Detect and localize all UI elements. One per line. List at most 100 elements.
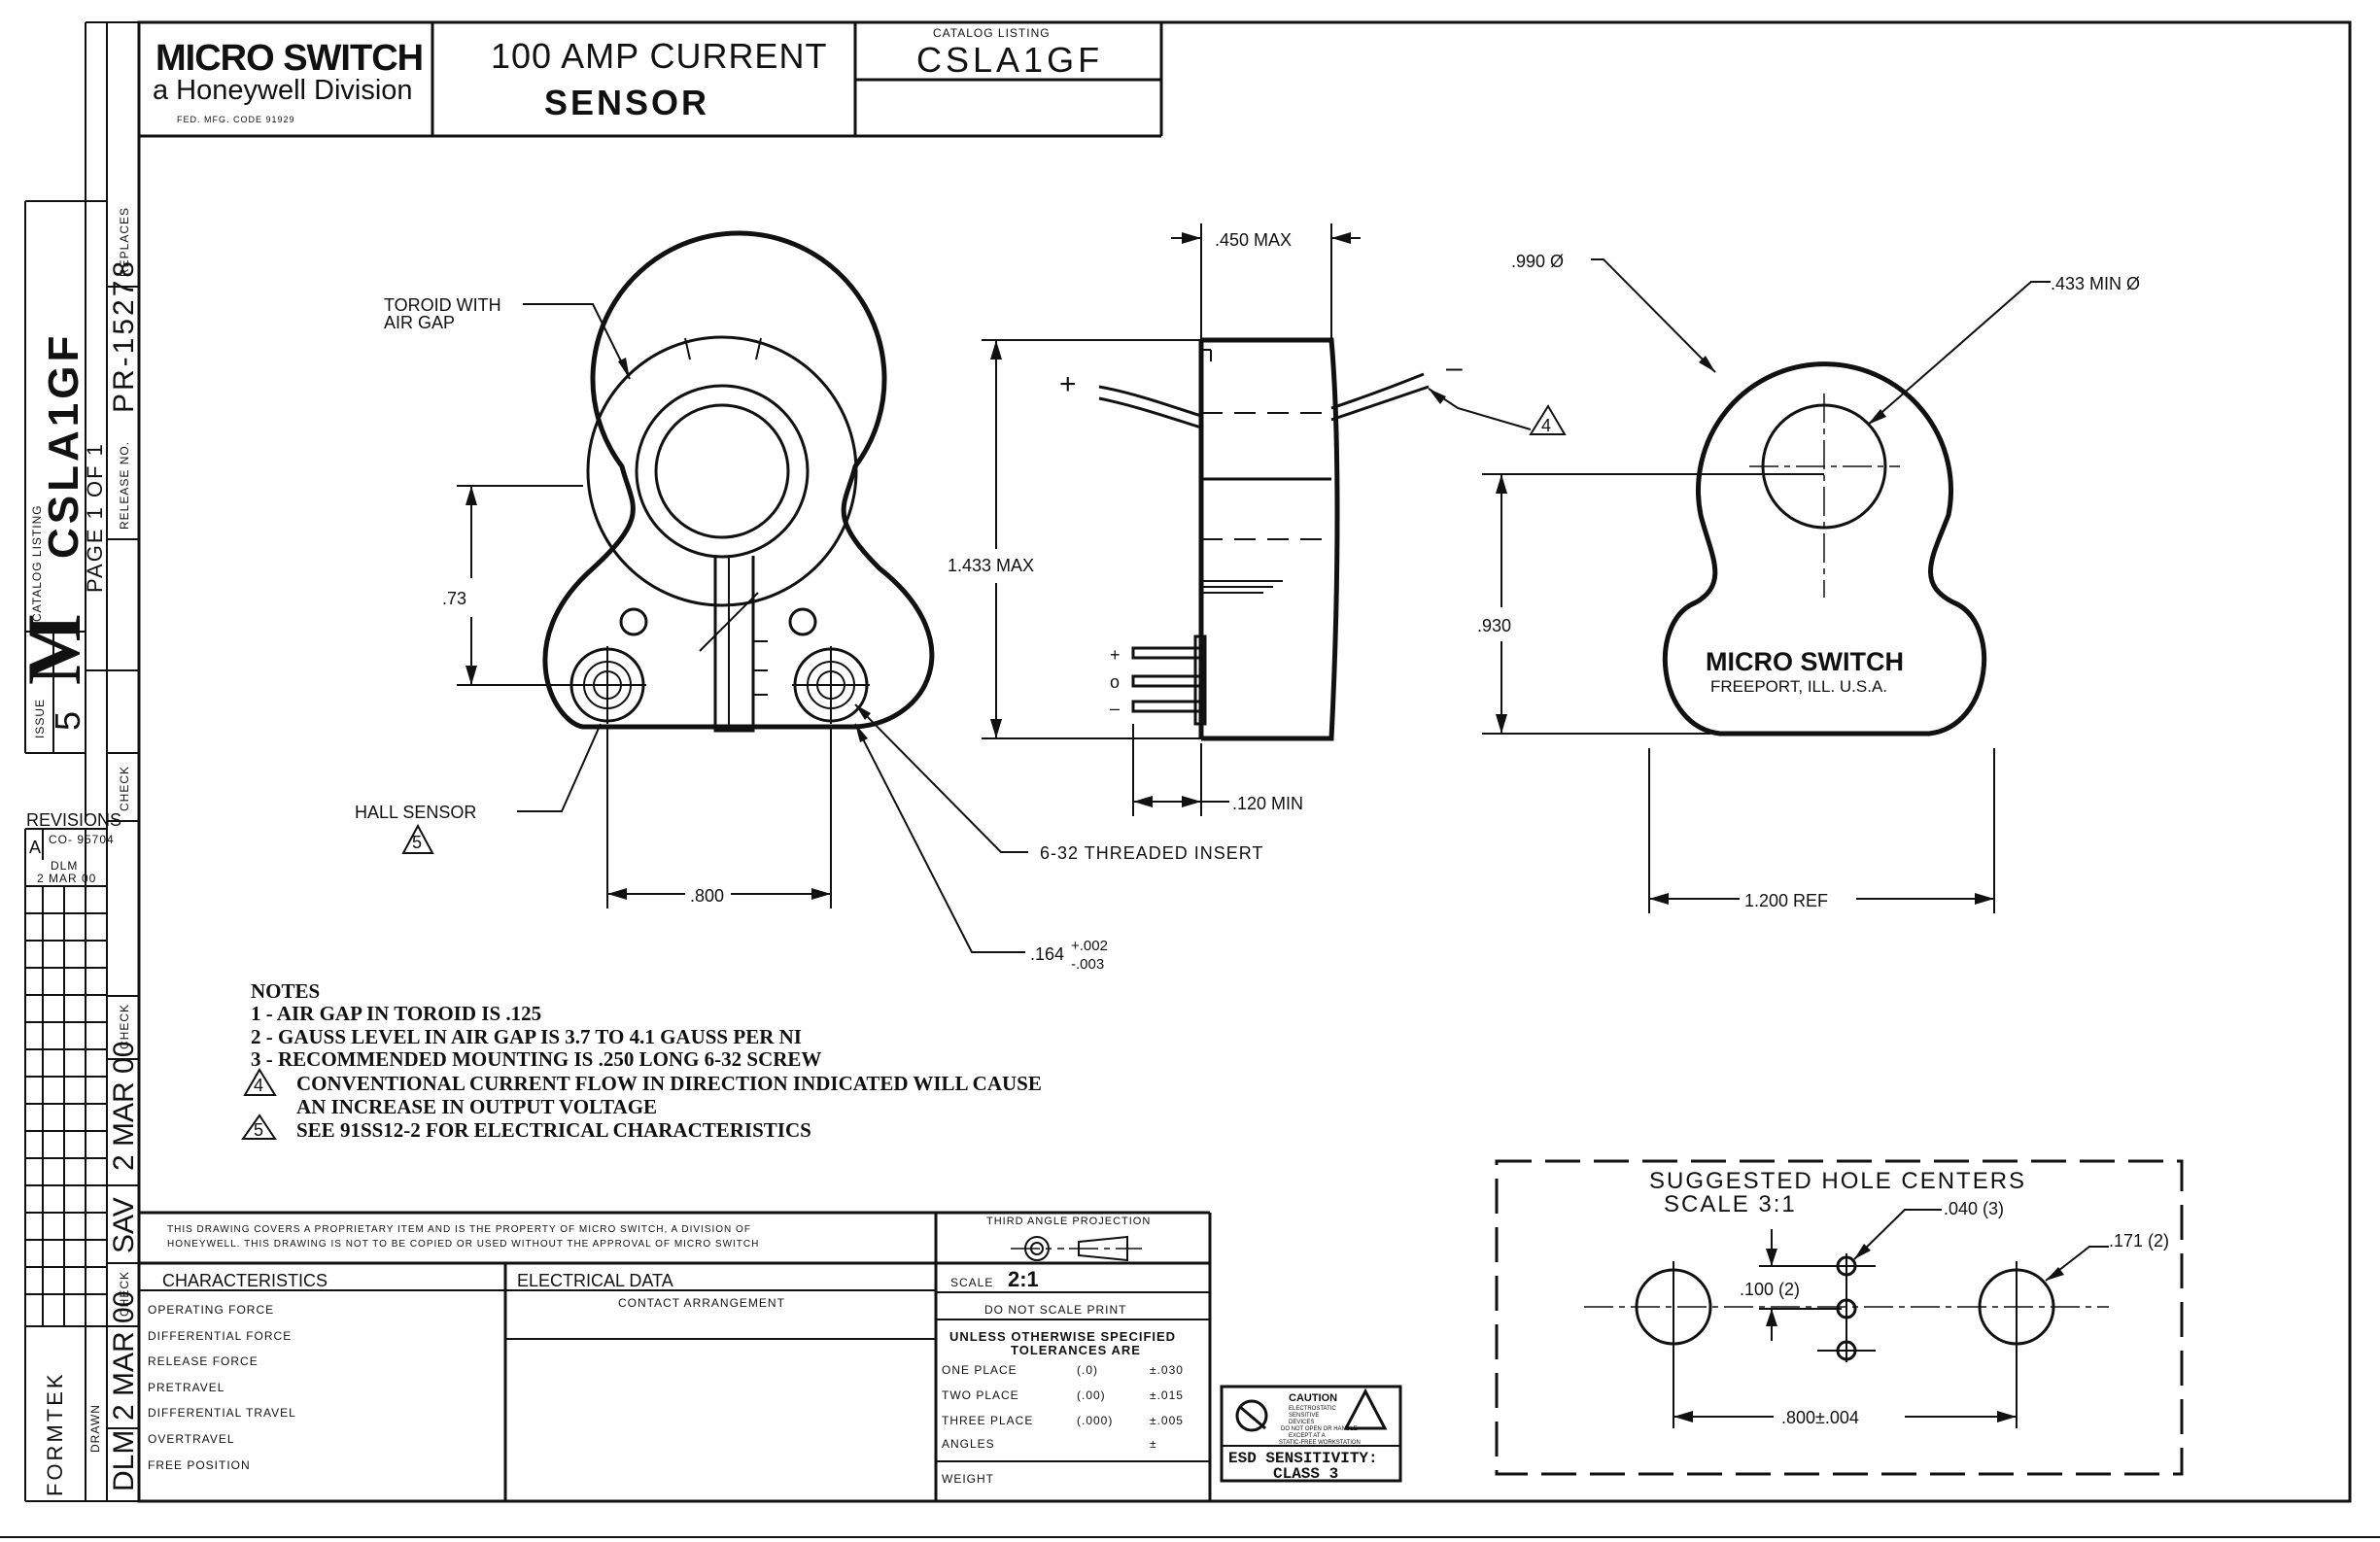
tolerance-line-2: TOLERANCES ARE [1011,1343,1141,1357]
pin-plus-label: + [1110,645,1121,665]
caution-text-1: ELECTROSTATIC [1289,1406,1336,1412]
scale-label: SCALE [950,1276,993,1289]
dim-1433: 1.433 MAX [948,556,1034,575]
release-number: PR-15278 [108,258,140,413]
tol-row-2-label: TWO PLACE [942,1388,1019,1402]
title-line-2: SENSOR [544,83,709,122]
front-view [401,230,1028,953]
drawn-date: 2 MAR 00 [108,1291,140,1421]
hole-dim: .164 [1030,944,1064,964]
dim-040: .040 (3) [1944,1199,2004,1218]
title-line-1: 100 AMP CURRENT [491,36,827,76]
pin-zero-label: o [1110,672,1120,692]
tolerance-line-1: UNLESS OTHERWISE SPECIFIED [949,1329,1176,1344]
right-view [1482,258,2051,913]
check-initials: SAV [108,1197,140,1253]
tol-row-4-val: ± [1150,1437,1157,1451]
dim-171: .171 (2) [2109,1231,2169,1251]
front-small-hole-right [788,607,817,636]
caution-title: CAUTION [1289,1392,1337,1404]
weight-label: WEIGHT [942,1472,994,1486]
side-body-outline [1201,337,1340,741]
toroid-inner-ring [635,384,810,559]
dim-800-tol: .800±.004 [1781,1408,1859,1427]
drawn-initials: DLM [108,1430,140,1491]
tol-row-1-val: ±.030 [1150,1363,1184,1377]
check-label-2: CHECK [118,1004,131,1049]
left-strip [24,21,139,1502]
lead-minus-label: – [1446,352,1463,384]
rev-letter: A [29,838,41,857]
mfg-code: FED. MFG. CODE 91929 [177,115,295,124]
toroid-label-2: AIR GAP [384,313,455,332]
caution-text-5: EXCEPT AT A [1289,1433,1326,1439]
replaces-label: REPLACES [118,207,131,277]
char-row-5: DIFFERENTIAL TRAVEL [148,1406,296,1420]
char-row-3: RELEASE FORCE [148,1354,259,1368]
note-5-flag [241,1114,277,1140]
issue-number: 5 [48,711,87,731]
revisions-label: REVISIONS [26,810,121,830]
title-block [139,22,1163,138]
note-5-flag-number: 5 [254,1120,263,1140]
electrical-data-header: ELECTRICAL DATA [517,1271,673,1290]
formtek-label: FORMTEK [43,1371,67,1496]
hall-sensor-label: HALL SENSOR [355,803,476,822]
threaded-insert-label: 6-32 THREADED INSERT [1040,843,1263,863]
current-note-flag [1529,404,1567,435]
lead-wire-plus [1098,385,1202,418]
hall-note-ref: 5 [412,833,422,852]
dim-100: .100 (2) [1740,1280,1800,1299]
pin-zero [1131,674,1203,688]
dim-433: .433 MIN Ø [2051,274,2140,293]
char-row-2: DIFFERENTIAL FORCE [148,1329,292,1343]
char-row-6: OVERTRAVEL [148,1432,235,1446]
tol-row-3-val: ±.005 [1150,1414,1184,1427]
dim-800: .800 [690,886,724,906]
issue-label: ISSUE [33,699,47,738]
side-view [982,223,1567,816]
hole-tol-minus: -.003 [1071,956,1104,973]
tol-row-3-label: THREE PLACE [942,1414,1033,1427]
page-number: PAGE 1 OF 1 [83,442,107,593]
third-angle-label: THIRD ANGLE PROJECTION [986,1216,1151,1227]
hole-tol-plus: +.002 [1071,938,1108,954]
division-name: a Honeywell Division [153,75,413,106]
catalog-number: CSLA1GF [916,40,1103,80]
note-5: SEE 91SS12-2 FOR ELECTRICAL CHARACTERIST… [296,1118,811,1142]
note-2: 2 - GAUSS LEVEL IN AIR GAP IS 3.7 TO 4.1… [251,1025,802,1048]
hole-centers-panel [1495,1159,2184,1476]
tol-row-2-val: ±.015 [1150,1388,1184,1402]
note-1: 1 - AIR GAP IN TOROID IS .125 [251,1002,541,1025]
right-brand: MICRO SWITCH [1706,647,1904,676]
lead-wire-minus [1330,372,1425,410]
notes-heading: NOTES [251,979,320,1003]
toroid-outer-ring [586,335,858,607]
char-row-4: PRETRAVEL [148,1381,224,1394]
catalog-listing-label: CATALOG LISTING [933,26,1051,40]
caution-text-3: DEVICES [1289,1420,1314,1425]
dim-120: .120 MIN [1232,794,1303,813]
strip-catalog-number: CSLA1GF [40,332,87,559]
dim-73: .73 [442,589,466,608]
proprietary-line-1: THIS DRAWING COVERS A PROPRIETARY ITEM A… [167,1224,751,1235]
esd-warning-triangle [1343,1388,1388,1430]
proprietary-line-2: HONEYWELL. THIS DRAWING IS NOT TO BE COP… [167,1239,759,1250]
char-row-7: FREE POSITION [148,1458,251,1472]
pin-minus-label: – [1110,699,1120,718]
rev-by: DLM [51,859,78,873]
right-location: FREEPORT, ILL. U.S.A. [1710,677,1887,696]
caution-text-2: SENSITIVE [1289,1413,1319,1419]
hole-centers-scale: SCALE 3:1 [1664,1191,1797,1217]
dim-1200: 1.200 REF [1744,891,1828,910]
front-body-outline [542,230,935,730]
tol-row-4-label: ANGLES [942,1437,995,1451]
note-4-flag [243,1068,277,1096]
contact-arrangement: CONTACT ARRANGEMENT [618,1296,785,1310]
check-label-1: CHECK [118,766,131,811]
char-row-1: OPERATING FORCE [148,1303,274,1317]
characteristics-header: CHARACTERISTICS [162,1271,328,1290]
pin-plus [1131,646,1203,660]
caution-text-6: STATIC-FREE WORKSTATION [1279,1440,1361,1446]
